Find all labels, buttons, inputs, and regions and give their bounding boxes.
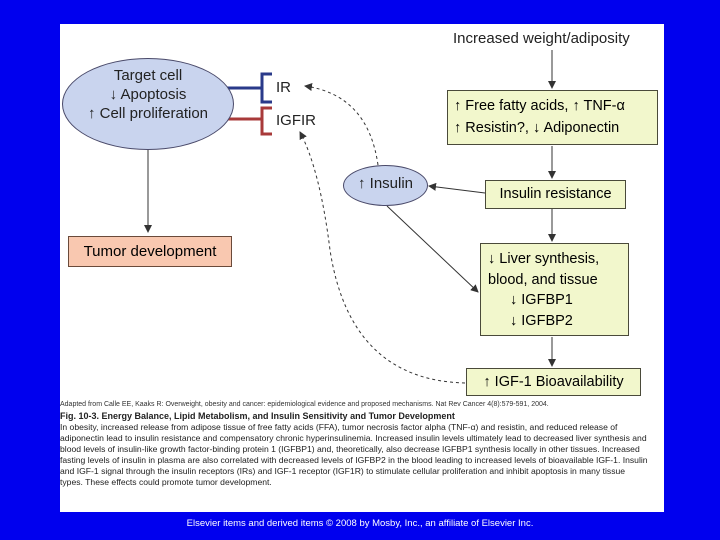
igfir-label: IGFIR: [276, 112, 316, 129]
insulin-ellipse: [343, 165, 428, 206]
ir-label: IR: [276, 79, 291, 96]
arrow-resistance-to-insulin: [428, 182, 486, 194]
arrow-insulin-to-liver: [386, 205, 479, 293]
caption-title: Fig. 10-3. Energy Balance, Lipid Metabol…: [60, 411, 455, 421]
igfbp2-label: ↓ IGFBP2: [510, 312, 573, 329]
liver-line2: blood, and tissue: [488, 271, 598, 288]
igfir-receptor: [225, 106, 272, 136]
arrow-igf-to-igfir: [299, 131, 466, 384]
liver-line1: ↓ Liver synthesis,: [488, 251, 600, 267]
proliferation-label: ↑ Cell proliferation: [87, 105, 209, 122]
insulin-resistance-box: Insulin resistance: [485, 180, 626, 209]
ir-receptor: [225, 72, 272, 104]
tumor-box: Tumor development: [68, 236, 232, 267]
adiposity-label: Increased weight/adiposity: [453, 30, 630, 47]
insulin-label: ↑ Insulin: [357, 175, 414, 192]
target-cell-ellipse: [62, 58, 234, 150]
caption-source: Adapted from Calle EE, Kaaks R: Overweig…: [60, 401, 549, 408]
igf-bioavailability-box: ↑ IGF-1 Bioavailability: [466, 368, 641, 396]
igfbp1-label: ↓ IGFBP1: [510, 292, 573, 308]
caption-body: In obesity, increased release from adipo…: [60, 422, 648, 487]
arrow-insulin-to-ir: [304, 83, 379, 166]
ffa-line2: ↑ Resistin?, ↓ Adiponectin: [454, 120, 620, 136]
figure-caption: Adapted from Calle EE, Kaaks R: Overweig…: [60, 399, 650, 488]
ffa-line1: ↑ Free fatty acids, ↑ TNF-α: [454, 98, 625, 114]
apoptosis-label: ↓ Apoptosis: [109, 86, 187, 103]
target-cell-text: Target cell ↓ Apoptosis ↑ Cell prolifera…: [62, 66, 234, 123]
copyright-footer: Elsevier items and derived items © 2008 …: [186, 518, 534, 529]
liver-box: ↓ Liver synthesis, blood, and tissue ↓ I…: [480, 243, 629, 336]
target-cell-title: Target cell: [113, 67, 183, 84]
ffa-box: ↑ Free fatty acids, ↑ TNF-α ↑ Resistin?,…: [447, 90, 658, 145]
